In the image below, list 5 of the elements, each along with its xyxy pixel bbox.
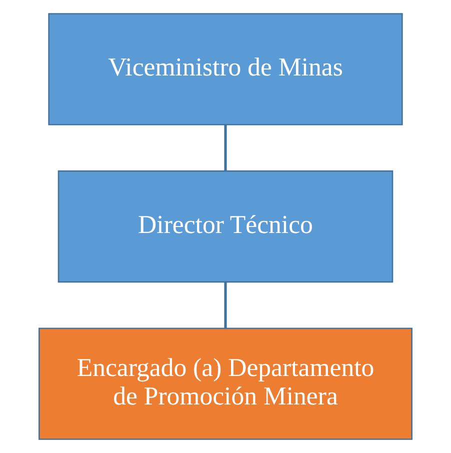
node-box: Encargado (a) Departamento de Promoción Minera	[38, 328, 412, 440]
node-box: Director Técnico	[58, 170, 394, 283]
node-box: Viceministro de Minas	[48, 13, 403, 126]
connector	[224, 124, 227, 171]
connector	[224, 282, 227, 328]
